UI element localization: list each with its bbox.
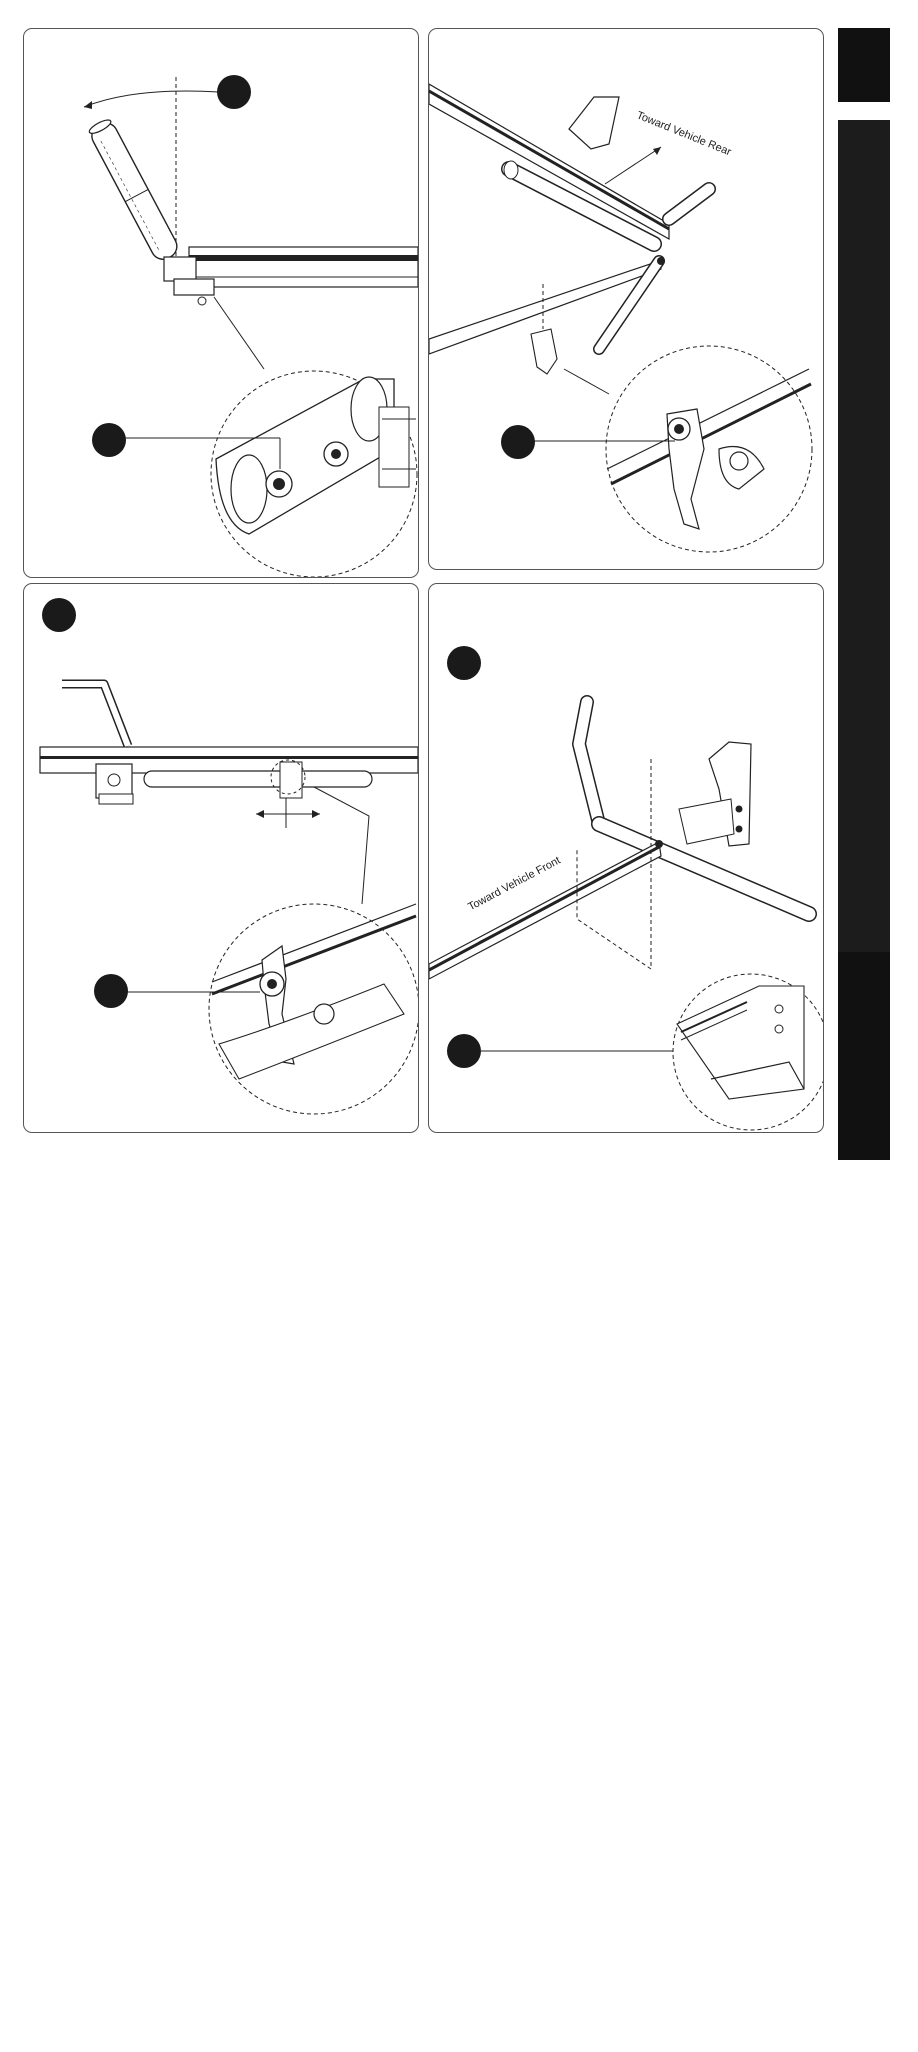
panel-step-3 [23,583,419,1133]
panel-step-2: Toward Vehicle Rear [428,28,824,570]
handle-rotation-illustration [83,77,418,577]
panel-step-1 [23,28,419,578]
panel-step-4: Toward Vehicle Front [428,583,824,1133]
section-tab [838,28,890,102]
step-callout-e [94,974,128,1008]
brand-logo: PRIME DESIGN A Safe Fleet Brand [838,952,898,2052]
brand-tagline: A Safe Fleet Brand [891,1984,898,2052]
slide-adjust-illustration [39,679,418,1115]
step-callout-b [92,423,126,457]
brand-name: PRIME DESIGN [864,1875,888,2052]
rear-bracket-illustration [429,83,813,553]
sidebar-stripe [838,102,890,120]
step-callout-d [42,598,76,632]
step-callout-f [447,646,481,680]
step-callout-a [217,75,251,109]
front-mount-illustration [429,695,823,1131]
brand-sidebar: PRIME DESIGN A Safe Fleet Brand [838,28,898,2052]
step-callout-c [501,425,535,459]
step-callout-g [447,1034,481,1068]
